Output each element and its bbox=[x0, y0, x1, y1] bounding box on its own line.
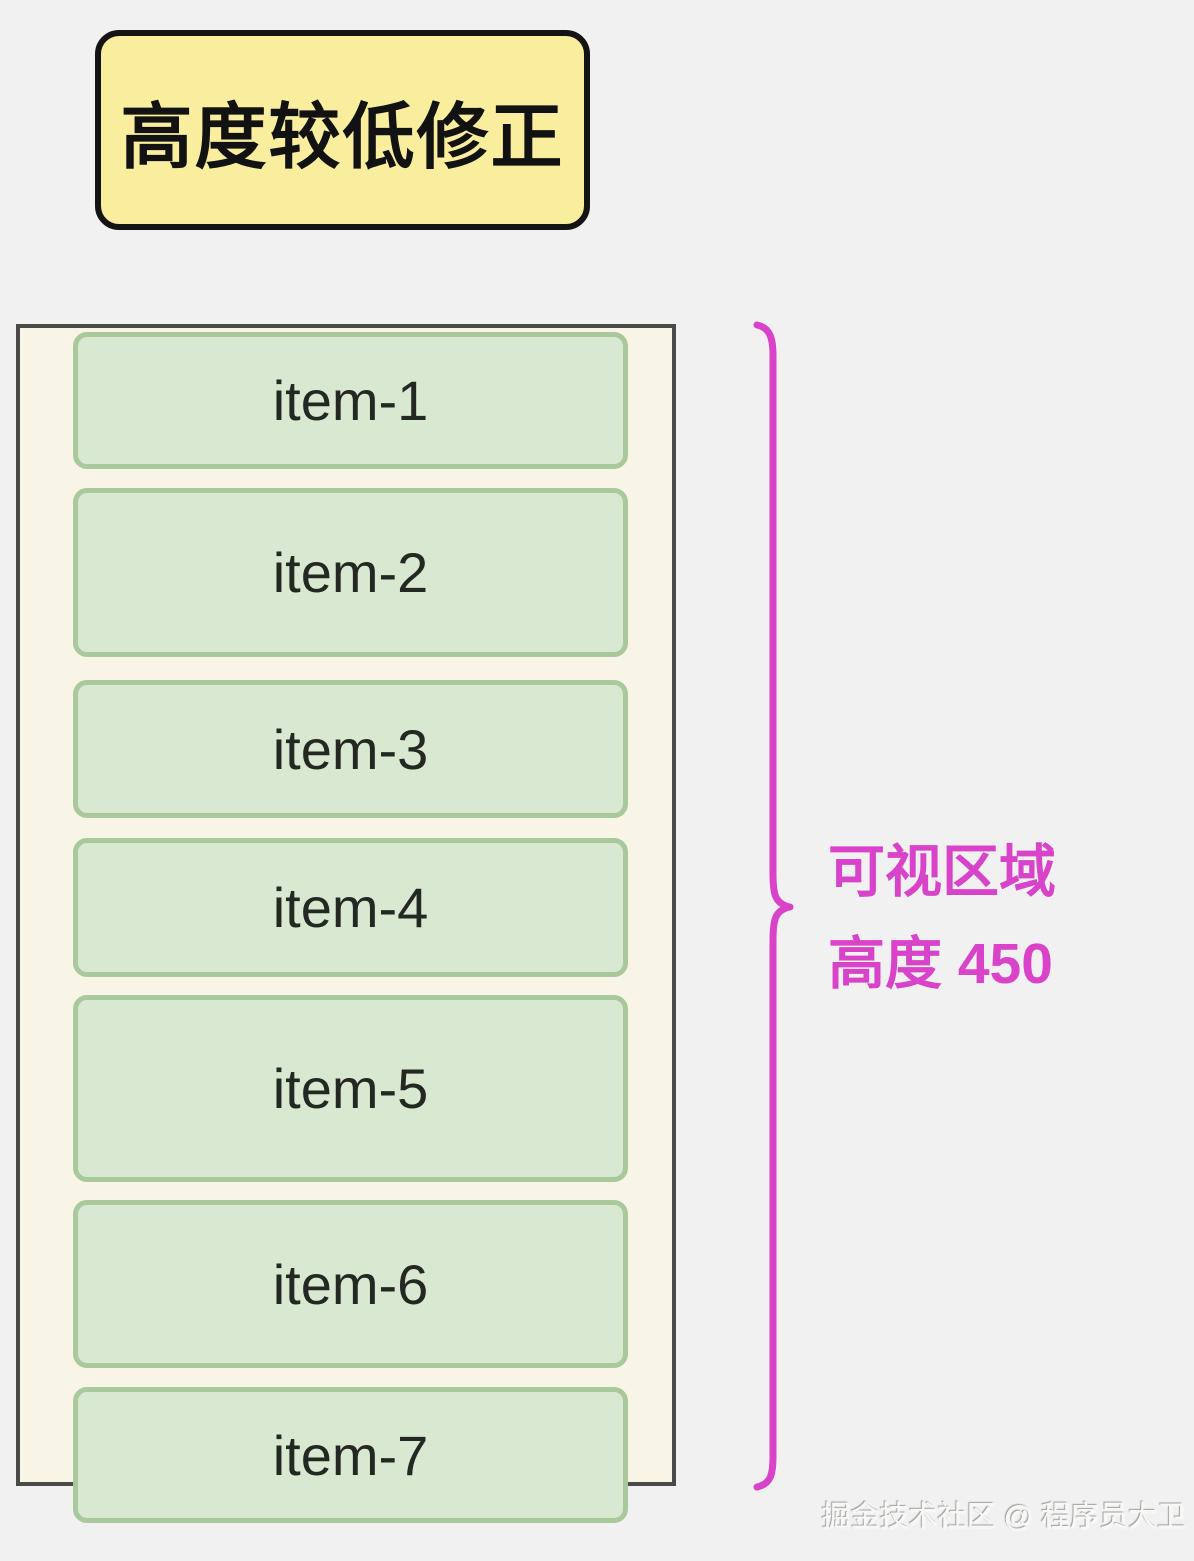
list-item-label: item-3 bbox=[272, 717, 429, 781]
watermark: 掘金技术社区 @ 程序员大卫 bbox=[821, 1501, 1186, 1533]
curly-brace-icon bbox=[753, 321, 794, 1491]
list-item-label: item-4 bbox=[272, 876, 429, 939]
viewport-height-annotation: 可视区域 高度 450 bbox=[828, 826, 1056, 1010]
list-item-label: item-7 bbox=[272, 1423, 429, 1487]
page-title: 高度较低修正 bbox=[120, 97, 565, 178]
list-item: item-1 bbox=[73, 332, 628, 469]
title-badge: 高度较低修正 bbox=[95, 30, 590, 230]
list-item: item-7 bbox=[73, 1387, 628, 1523]
list-item: item-4 bbox=[73, 838, 628, 977]
list-item-label: item-6 bbox=[272, 1252, 429, 1316]
list-item-label: item-2 bbox=[272, 541, 429, 604]
visible-area-container: item-1 item-2 item-3 item-4 item-5 item-… bbox=[16, 324, 676, 1523]
list-item-label: item-5 bbox=[272, 1057, 429, 1120]
list-item: item-5 bbox=[73, 995, 628, 1182]
list-item: item-3 bbox=[73, 680, 628, 818]
list-item-label: item-1 bbox=[272, 369, 429, 432]
list-item: item-6 bbox=[73, 1200, 628, 1368]
list-item: item-2 bbox=[73, 488, 628, 657]
annotation-line-2: 高度 450 bbox=[828, 932, 1053, 996]
annotation-line-1: 可视区域 bbox=[828, 840, 1056, 904]
